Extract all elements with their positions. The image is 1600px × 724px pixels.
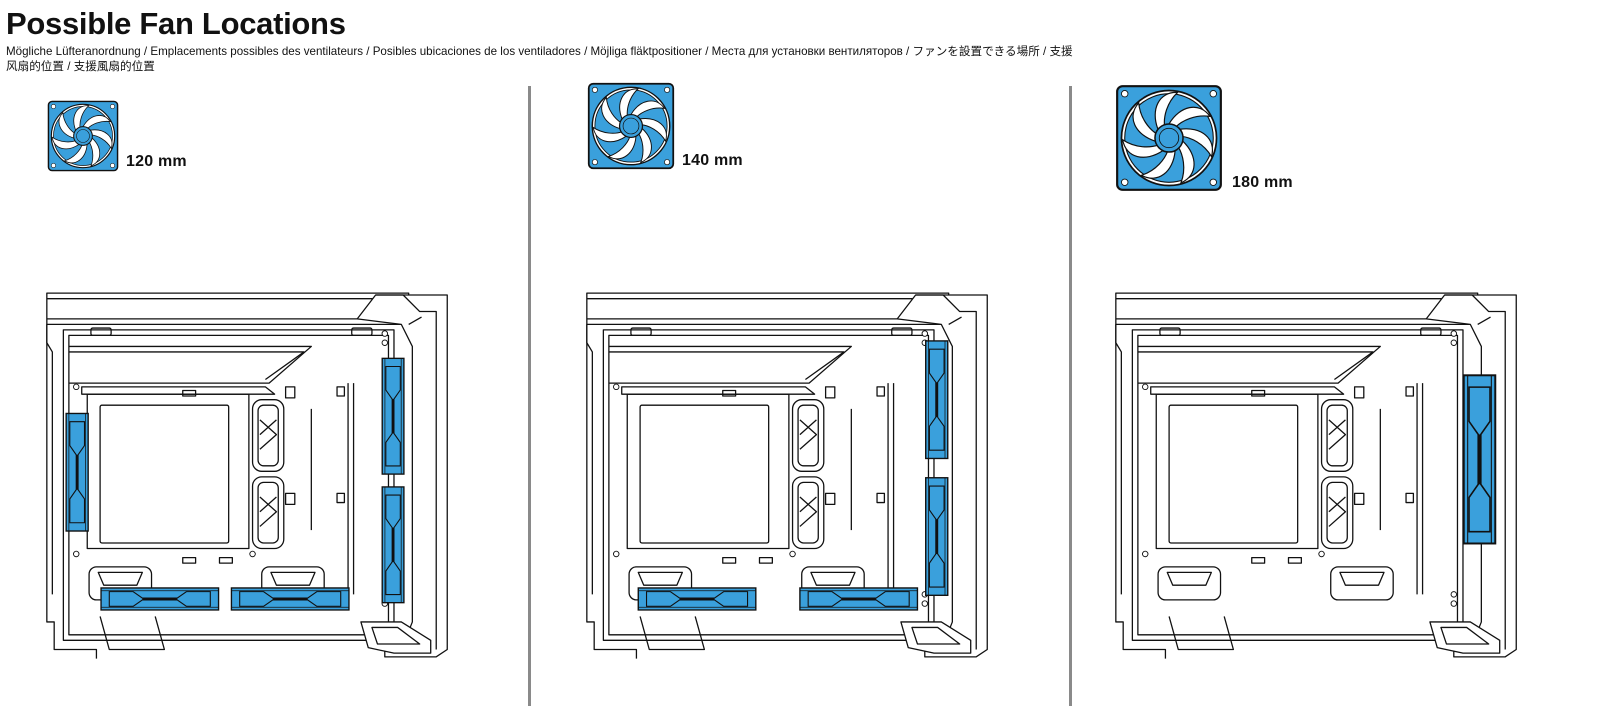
fan-size-label-180: 180 mm: [1232, 174, 1293, 191]
page-subtitle: Mögliche Lüfteranordnung / Emplacements …: [6, 45, 1073, 73]
fan-120-icon: [46, 100, 120, 172]
panel-divider: [528, 86, 531, 706]
panel-divider: [1069, 86, 1072, 706]
fan-size-label-140: 140 mm: [682, 152, 743, 169]
case-diagram-180: [1115, 292, 1517, 660]
case-diagram-140: [586, 292, 988, 660]
rear-fan-mount: [1462, 373, 1497, 545]
rear-fan-mounts: [381, 357, 405, 604]
fan-size-label-120: 120 mm: [126, 153, 187, 170]
bottom-fan-mounts: [100, 587, 350, 611]
front-fan-mount: [65, 412, 90, 532]
page-title: Possible Fan Locations: [6, 6, 346, 41]
case-diagram-120: [46, 292, 448, 660]
bottom-fan-mounts: [637, 587, 919, 611]
fan-140-icon: [586, 82, 676, 170]
fan-180-icon: [1111, 84, 1227, 192]
